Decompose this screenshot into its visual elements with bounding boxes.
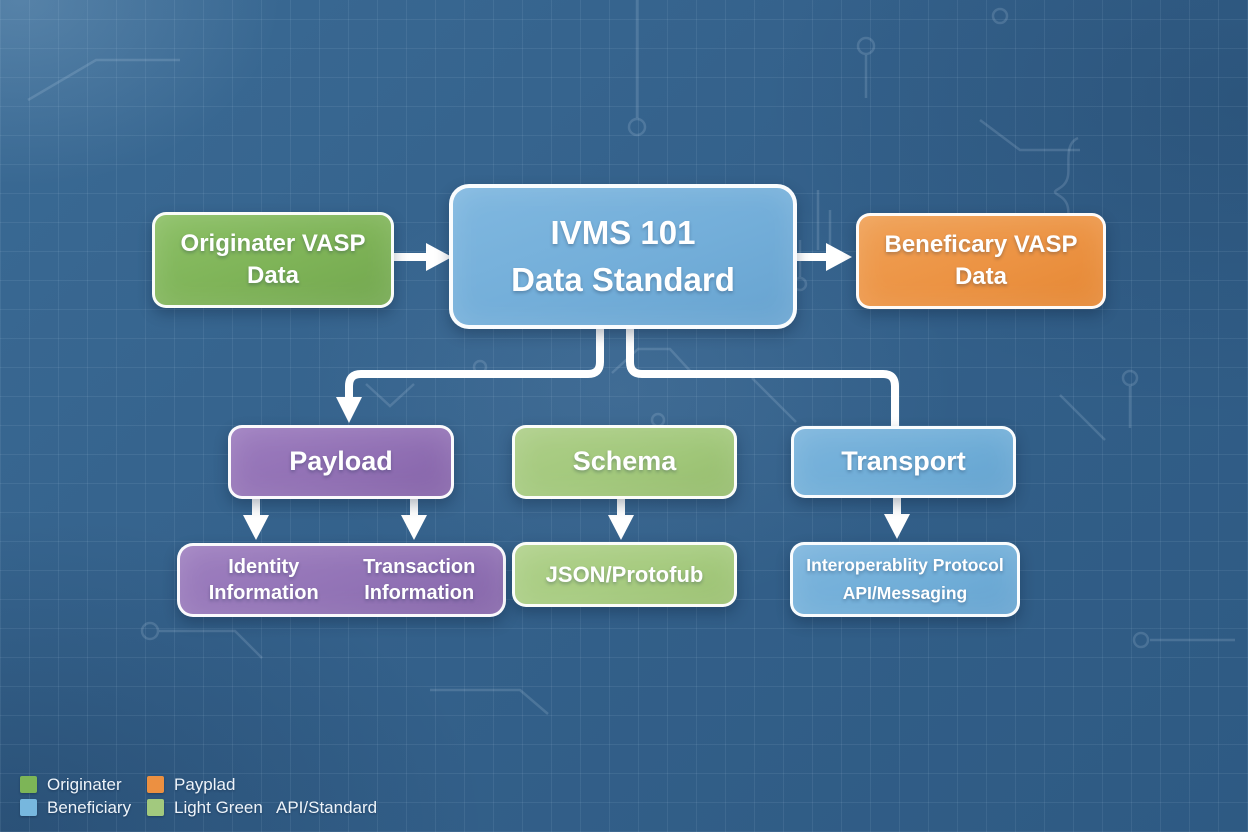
transaction-information-label: Transaction Information [363, 555, 476, 604]
light-green-color-swatch [147, 799, 164, 816]
arrowhead-right-icon [426, 243, 452, 271]
legend-label: Beneficiary [47, 797, 132, 817]
legend-label: API/Standard [276, 797, 378, 817]
arrowhead-down-icon [336, 397, 362, 423]
arrowhead-down-icon [608, 515, 634, 540]
arrowhead-down-icon [243, 515, 269, 540]
node-transport: Transport [791, 426, 1016, 498]
node-ivms-101-data-standard: IVMS 101 Data Standard [449, 184, 797, 329]
node-beneficiary-vasp-data: Beneficary VASP Data [856, 213, 1106, 309]
arrow-ivms-to-payload [345, 321, 604, 399]
payload-color-swatch [147, 776, 164, 793]
legend-row: Originater Payplad [20, 773, 377, 796]
node-interoperability-protocol: Interoperablity Protocol API/Messaging [790, 542, 1020, 617]
legend-item-payload: Payplad [147, 775, 276, 795]
identity-information-label: Identity Information [208, 555, 319, 604]
legend-item-api-standard: API/Standard [276, 798, 377, 818]
originator-color-swatch [20, 776, 37, 793]
beneficiary-color-swatch [20, 799, 37, 816]
node-json-protobuf: JSON/Protofub [512, 542, 737, 607]
node-payload-information: Identity Information Transaction Informa… [177, 543, 506, 617]
legend-item-beneficiary: Beneficiary [20, 798, 147, 818]
legend-item-originator: Originater [20, 775, 147, 795]
legend-item-light-green: Light Green [147, 798, 276, 818]
arrowhead-down-icon [401, 515, 427, 540]
legend: Originater Payplad Beneficiary Light Gre… [20, 773, 377, 819]
legend-label: Light Green [174, 797, 263, 817]
legend-label: Originater [47, 774, 122, 794]
line-ivms-to-transport [626, 321, 899, 430]
legend-label: Payplad [174, 774, 236, 794]
node-schema: Schema [512, 425, 737, 499]
node-originator-vasp-data: Originater VASP Data [152, 212, 394, 308]
legend-row: Beneficiary Light Green API/Standard [20, 796, 377, 819]
node-payload: Payload [228, 425, 454, 499]
arrowhead-down-icon [884, 514, 910, 539]
arrowhead-right-icon [826, 243, 852, 271]
